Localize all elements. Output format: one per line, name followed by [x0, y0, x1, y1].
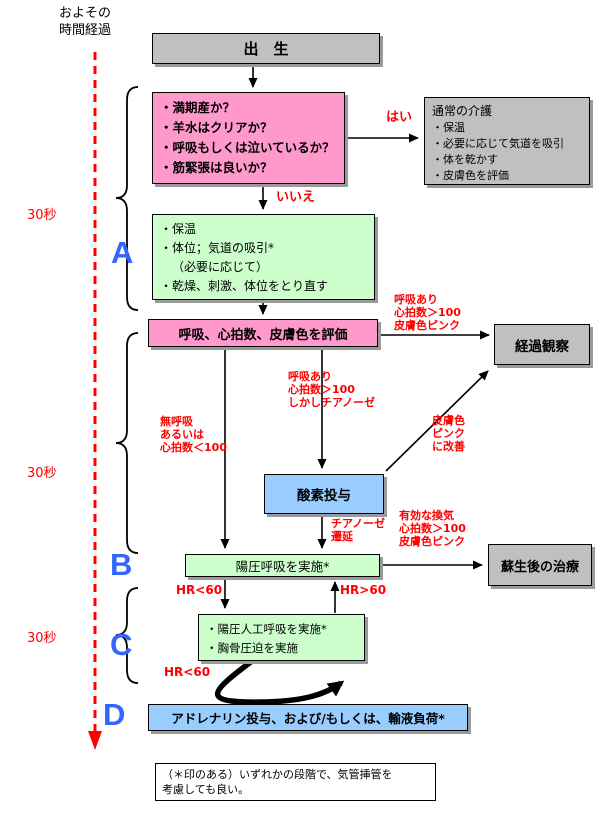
- label-hr-below-60-b: HR<60: [176, 583, 223, 597]
- interval-label-3: 30秒: [27, 631, 57, 646]
- arrow-stage-c-to-adrenaline: [214, 658, 345, 705]
- timeline-arrowhead-icon: [88, 731, 102, 750]
- birth-box: 出 生: [152, 33, 380, 64]
- label-yes: はい: [386, 110, 413, 125]
- stage-b-letter: B: [110, 547, 133, 582]
- stage-a-box: ・保温 ・体位；気道の吸引* （必要に応じて） ・乾燥、刺激、体位をとり直す: [152, 214, 375, 300]
- brace-interval-3: [115, 587, 139, 684]
- observation-box: 経過観察: [494, 324, 590, 365]
- stage-a-letter: A: [111, 235, 134, 270]
- label-hr-below-60-c: HR<60: [164, 665, 211, 679]
- oxygen-box: 酸素投与: [264, 474, 384, 514]
- timeline-header: およその 時間経過: [58, 6, 111, 38]
- assessment-item: ・満期産か？: [160, 100, 236, 115]
- stage-a-item: ・体位；気道の吸引*: [160, 241, 275, 255]
- assessment-item: ・筋緊張は良いか？: [160, 160, 273, 175]
- routine-care-box: 通常の介護 ・保温 ・必要に応じて気道を吸引 ・体を乾かす ・皮膚色を評価: [424, 97, 590, 185]
- brace-interval-2: [115, 332, 139, 554]
- stage-a-item: ・保温: [160, 222, 197, 236]
- stage-a-item: （必要に応じて）: [172, 260, 269, 274]
- label-persistent-cyanosis: チアノーゼ 遷延: [331, 517, 386, 543]
- post-resuscitation-box: 蘇生後の治療: [488, 544, 592, 586]
- assessment-item: ・呼吸もしくは泣いているか？: [160, 140, 335, 155]
- stage-d-letter: D: [103, 697, 126, 732]
- footnote-box: （＊印のある）いずれかの段階で、気管挿管を 考慮しても良い。: [155, 763, 436, 801]
- label-breathing-hr-pink: 呼吸あり 心拍数＞100 皮膚色ピンク: [394, 293, 461, 332]
- interval-label-2: 30秒: [27, 466, 57, 481]
- adrenaline-box: アドレナリン投与、および/もしくは、輸液負荷*: [148, 704, 468, 731]
- label-effective-ventilation: 有効な換気 心拍数＞100 皮膚色ピンク: [399, 509, 466, 548]
- routine-care-title: 通常の介護: [432, 104, 493, 118]
- label-no: いいえ: [276, 190, 316, 205]
- stage-c-item: ・胸骨圧迫を実施: [206, 641, 298, 655]
- stage-c-box: ・陽圧人工呼吸を実施* ・胸骨圧迫を実施: [198, 614, 365, 661]
- routine-care-item: ・必要に応じて気道を吸引: [432, 137, 564, 150]
- evaluate-box: 呼吸、心拍数、皮膚色を評価: [148, 319, 378, 347]
- routine-care-item: ・体を乾かす: [432, 153, 498, 166]
- stage-c-item: ・陽圧人工呼吸を実施*: [206, 622, 327, 636]
- brace-interval-1: [115, 86, 139, 311]
- label-hr-above-60: HR>60: [340, 583, 387, 597]
- label-breathing-hr-cyanosis: 呼吸あり 心拍数＞100 しかしチアノーゼ: [288, 370, 376, 409]
- stage-a-item: ・乾燥、刺激、体位をとり直す: [160, 279, 329, 293]
- ppv-box: 陽圧呼吸を実施*: [185, 554, 380, 577]
- interval-label-1: 30秒: [27, 208, 57, 223]
- assessment-item: ・羊水はクリアか？: [160, 120, 273, 135]
- initial-assessment-box: ・満期産か？ ・羊水はクリアか？ ・呼吸もしくは泣いているか？ ・筋緊張は良いか…: [152, 92, 345, 184]
- arrow-oxygen-to-observation: [385, 370, 489, 472]
- label-apnea-or-low-hr: 無呼吸 あるいは 心拍数＜100: [160, 415, 227, 454]
- routine-care-item: ・保温: [432, 121, 465, 134]
- routine-care-item: ・皮膚色を評価: [432, 169, 509, 182]
- stage-c-letter: C: [110, 627, 133, 662]
- label-skin-improved: 皮膚色 ピンク に改善: [432, 414, 465, 453]
